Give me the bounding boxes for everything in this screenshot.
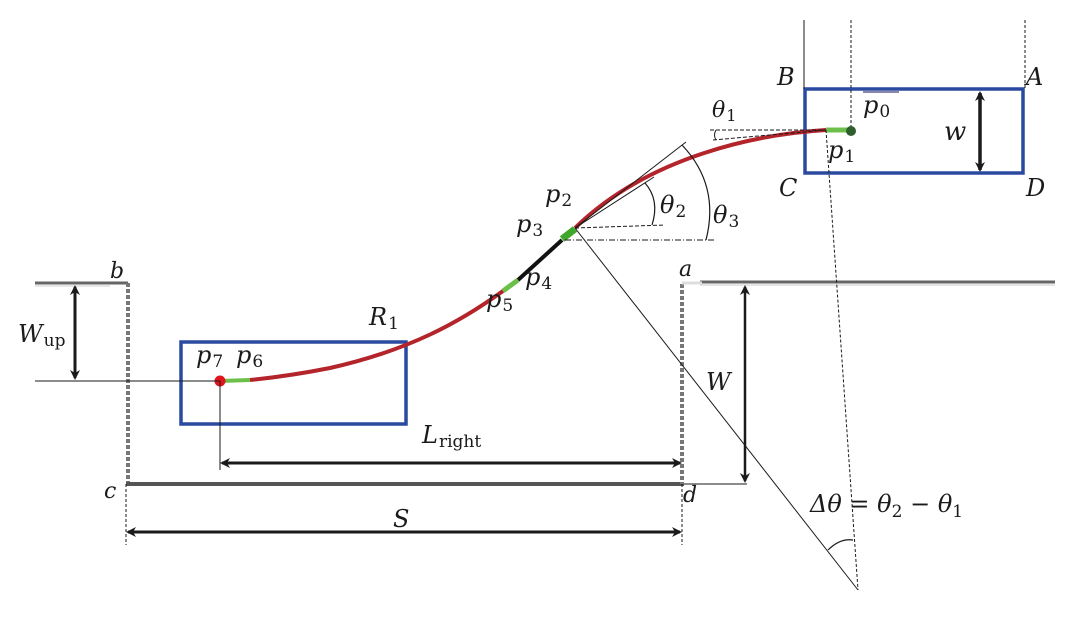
- theta1-tangent-line: [712, 129, 827, 141]
- theta1-arc: [714, 129, 717, 141]
- label-corner-C: C: [779, 174, 797, 202]
- theta2-arc: [644, 182, 656, 226]
- label-theta1: θ1: [712, 98, 736, 125]
- label-p4: p4: [525, 263, 552, 294]
- theta2-tangent-line: [574, 176, 655, 229]
- label-p1: p1: [828, 136, 855, 167]
- label-theta3: θ3: [713, 201, 739, 232]
- label-S: S: [393, 505, 409, 533]
- theta3-tangent-line: [574, 141, 687, 229]
- label-corner-A: A: [1024, 63, 1043, 91]
- label-corner-D: D: [1025, 174, 1045, 202]
- path-straight-p2-p3: [559, 226, 578, 242]
- theta2-ref-line: [574, 224, 666, 229]
- label-theta2: θ2: [660, 191, 686, 222]
- label-slot-a: a: [679, 257, 692, 282]
- vehicle-box-goal: [179, 340, 408, 426]
- label-p7: p7: [196, 341, 223, 372]
- p1-perpendicular: [825, 129, 859, 591]
- label-delta-theta-equation: Δθ = θ2 − θ1: [809, 490, 963, 522]
- path-straight-p4-p5: [501, 277, 520, 294]
- label-p5: p5: [486, 285, 513, 316]
- label-slot-c: c: [104, 479, 116, 504]
- delta-theta-arc: [827, 539, 854, 551]
- label-W-up: Wup: [18, 320, 66, 351]
- goal-point-p0: [846, 126, 856, 136]
- p2-normal-line: [574, 227, 859, 591]
- label-W: W: [706, 368, 733, 396]
- label-L-right: Lright: [421, 421, 481, 452]
- label-R1: R1: [368, 303, 399, 334]
- label-p2: p2: [545, 180, 572, 211]
- label-corner-B: B: [776, 63, 795, 91]
- path-arc-lower: [249, 289, 505, 382]
- path-transition-p3-p4: [516, 238, 564, 282]
- label-vehicle-width: w: [944, 117, 966, 147]
- theta3-arc: [681, 144, 711, 241]
- label-p6: p6: [236, 341, 263, 372]
- road-boundary: [35, 280, 1055, 486]
- label-p3: p3: [516, 210, 543, 241]
- label-p0: p0: [863, 91, 890, 122]
- label-slot-b: b: [110, 259, 124, 284]
- label-slot-d: d: [683, 483, 697, 508]
